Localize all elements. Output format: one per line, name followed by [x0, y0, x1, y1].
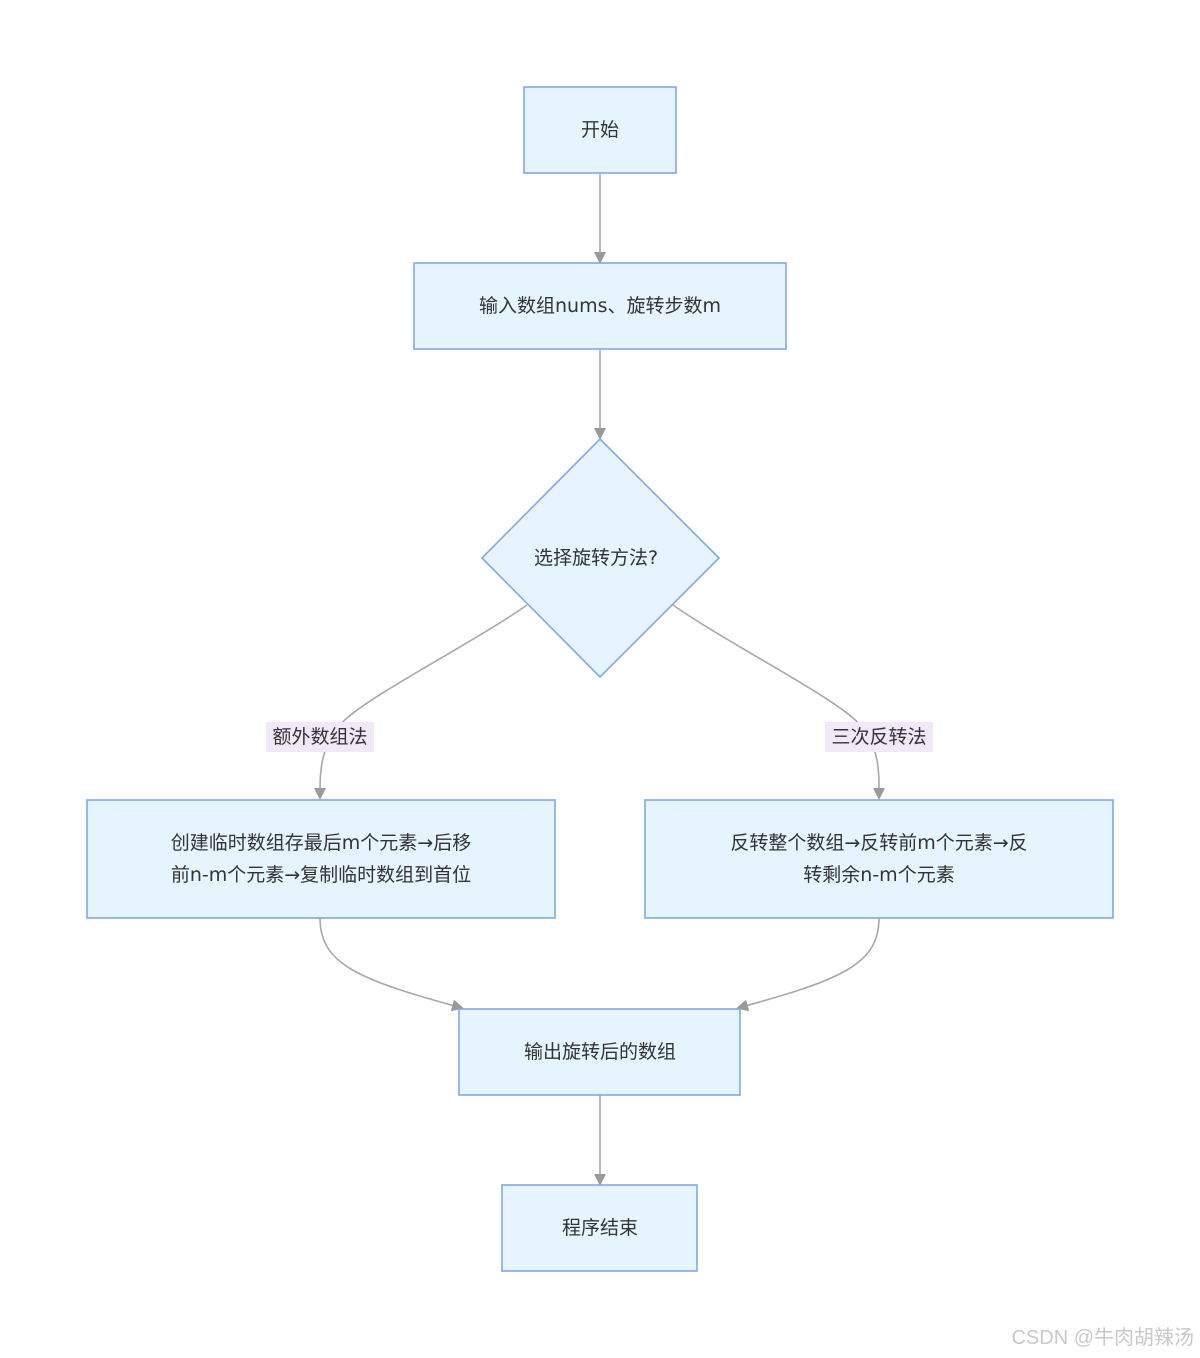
node-input[interactable]: 输入数组nums、旋转步数m [413, 262, 787, 350]
node-input-box [413, 262, 787, 350]
watermark: CSDN @牛肉胡辣汤 [1011, 1327, 1194, 1349]
edge-triple-reverse-to-output [736, 917, 880, 1012]
node-end-label: 程序结束 [562, 1217, 638, 1239]
edge-label-text: 额外数组法 [272, 726, 367, 748]
edges [314, 173, 886, 1186]
edge-label-background [266, 722, 374, 752]
node-decision-label: 选择旋转方法? [534, 547, 658, 569]
edge-extra-array-to-output [319, 917, 464, 1012]
node-end[interactable]: 程序结束 [501, 1184, 698, 1272]
node-start-label: 开始 [581, 119, 619, 141]
node-decision[interactable]: 选择旋转方法? [480, 437, 721, 679]
node-triple-reverse-label-line-2: 转剩余n-m个元素 [803, 864, 954, 886]
node-end-box [501, 1184, 698, 1272]
edge-label-extra-array: 额外数组法 [266, 722, 374, 752]
node-triple-reverse-box [644, 799, 1114, 919]
edge-decision-to-extra-array [314, 604, 528, 800]
node-extra-array[interactable]: 创建临时数组存最后m个元素→后移 前n-m个元素→复制临时数组到首位 [86, 799, 556, 919]
node-extra-array-label-line-2: 前n-m个元素→复制临时数组到首位 [171, 864, 471, 886]
edge-label-text: 三次反转法 [831, 726, 926, 748]
node-extra-array-label-line-1: 创建临时数组存最后m个元素→后移 [171, 832, 471, 854]
node-triple-reverse-label-line-1: 反转整个数组→反转前m个元素→反 [730, 832, 1027, 854]
node-output-label: 输出旋转后的数组 [524, 1041, 676, 1063]
node-input-label: 输入数组nums、旋转步数m [479, 295, 721, 317]
node-decision-diamond [480, 437, 721, 679]
edge-label-background [825, 722, 933, 752]
edge-label-triple-reverse: 三次反转法 [825, 722, 933, 752]
node-output[interactable]: 输出旋转后的数组 [458, 1008, 741, 1096]
edge-decision-to-triple-reverse [672, 604, 886, 800]
node-extra-array-box [86, 799, 556, 919]
node-output-box [458, 1008, 741, 1096]
node-start-box [523, 86, 677, 174]
node-triple-reverse[interactable]: 反转整个数组→反转前m个元素→反 转剩余n-m个元素 [644, 799, 1114, 919]
node-start[interactable]: 开始 [523, 86, 677, 174]
